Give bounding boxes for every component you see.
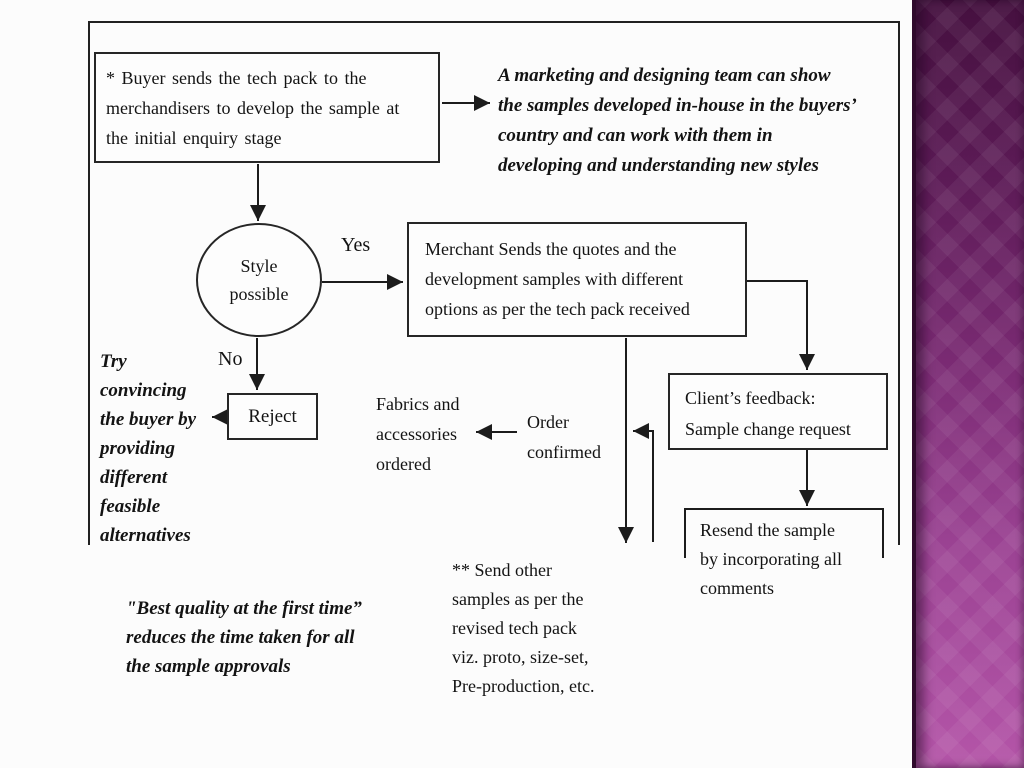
resend-box-text: Resend the sample by incorporating all c… xyxy=(700,520,842,598)
marketing-note: A marketing and designing team can show … xyxy=(498,65,857,176)
buyer-box-text: * Buyer sends the tech pack to the merch… xyxy=(106,68,400,148)
buyer-box: * Buyer sends the tech pack to the merch… xyxy=(94,52,440,163)
connector-merchant-to-client xyxy=(747,280,815,370)
client-feedback-text: Client’s feedback: Sample change request xyxy=(685,388,851,439)
client-feedback-box: Client’s feedback: Sample change request xyxy=(668,373,888,450)
fabrics-note: Fabrics and accessories ordered xyxy=(376,394,460,474)
best-quality-note: "Best quality at the first time” reduces… xyxy=(126,598,362,677)
convince-note: Try convincing the buyer by providing di… xyxy=(100,351,197,546)
style-possible-node: Style possible xyxy=(196,223,322,337)
connector-resend-loop xyxy=(633,423,654,542)
purple-decorative-band xyxy=(912,0,1024,768)
yes-label: Yes xyxy=(341,234,371,256)
order-note: Order confirmed xyxy=(527,412,601,462)
flowchart-frame xyxy=(88,21,900,545)
style-possible-text: Style possible xyxy=(229,256,289,304)
reject-box: Reject xyxy=(227,393,318,440)
reject-box-text: Reject xyxy=(248,405,297,427)
merchant-box: Merchant Sends the quotes and the develo… xyxy=(407,222,747,337)
merchant-box-text: Merchant Sends the quotes and the develo… xyxy=(425,239,690,319)
no-label: No xyxy=(218,348,243,370)
resend-box-outline xyxy=(684,508,884,558)
send-other-samples-note: ** Send other samples as per the revised… xyxy=(452,560,595,696)
